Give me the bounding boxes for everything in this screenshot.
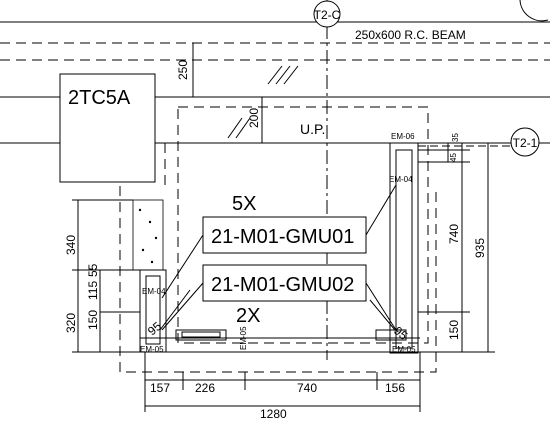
tag-em05-right: EM-05 <box>392 345 416 354</box>
dim-935: 935 <box>473 238 487 258</box>
multiplier-top: 5X <box>232 193 256 215</box>
up-label: U.P. <box>300 121 325 137</box>
beam-label: 250x600 R.C. BEAM <box>355 28 466 42</box>
dim-740-horizontal: 740 <box>297 381 317 395</box>
dim-1280: 1280 <box>260 407 287 421</box>
tag-em05-left: EM-05 <box>140 345 164 354</box>
dim-226: 226 <box>195 381 215 395</box>
grid-ref-right: T2-1 <box>418 127 540 157</box>
right-dims <box>418 142 495 353</box>
tag-em04-right: EM-04 <box>389 175 413 184</box>
dim-320: 320 <box>64 313 78 333</box>
unit-label-2: 21-M01-GMU02 <box>211 274 354 296</box>
dim-250: 250 <box>176 60 190 80</box>
dim-150-left: 150 <box>86 310 100 330</box>
left-dims <box>72 199 140 353</box>
leader-lines <box>159 184 397 331</box>
dim-157: 157 <box>150 381 170 395</box>
dim-340: 340 <box>64 235 78 255</box>
multiplier-bottom: 2X <box>236 305 260 327</box>
dim-115: 115 <box>86 281 100 300</box>
dim-740-vertical: 740 <box>447 224 461 244</box>
grid-ref-top-label: T2-C <box>314 8 341 22</box>
dim-150-right: 150 <box>447 320 461 340</box>
equipment-box <box>59 73 156 183</box>
tag-em05-center: EM-05 <box>239 326 248 350</box>
base-rails <box>175 329 407 341</box>
unit-label-1: 21-M01-GMU01 <box>211 226 354 248</box>
angle-left: 95 <box>145 319 164 339</box>
dim-55: 55 <box>86 263 100 277</box>
hatch-mid <box>227 117 251 139</box>
unit-box-1 <box>202 216 367 254</box>
rc-beam <box>0 42 550 61</box>
grid-ref-right-label: T2-1 <box>513 136 538 150</box>
dim-35: 35 <box>451 133 460 142</box>
hatch-top <box>267 65 299 85</box>
corner-arc <box>519 0 549 22</box>
dim-45: 45 <box>449 153 458 162</box>
enclosure-dashed <box>119 106 437 373</box>
grid-ref-top: T2-C <box>313 0 341 360</box>
dim-156: 156 <box>385 381 405 395</box>
bottom-dims <box>144 352 421 412</box>
cabinet-frame <box>139 142 420 354</box>
tag-em06: EM-06 <box>391 132 415 141</box>
concrete-block <box>132 199 164 271</box>
equipment-box-label: 2TC5A <box>68 87 131 109</box>
dim-200: 200 <box>247 108 261 128</box>
tag-em04-left: EM-04 <box>142 287 166 296</box>
